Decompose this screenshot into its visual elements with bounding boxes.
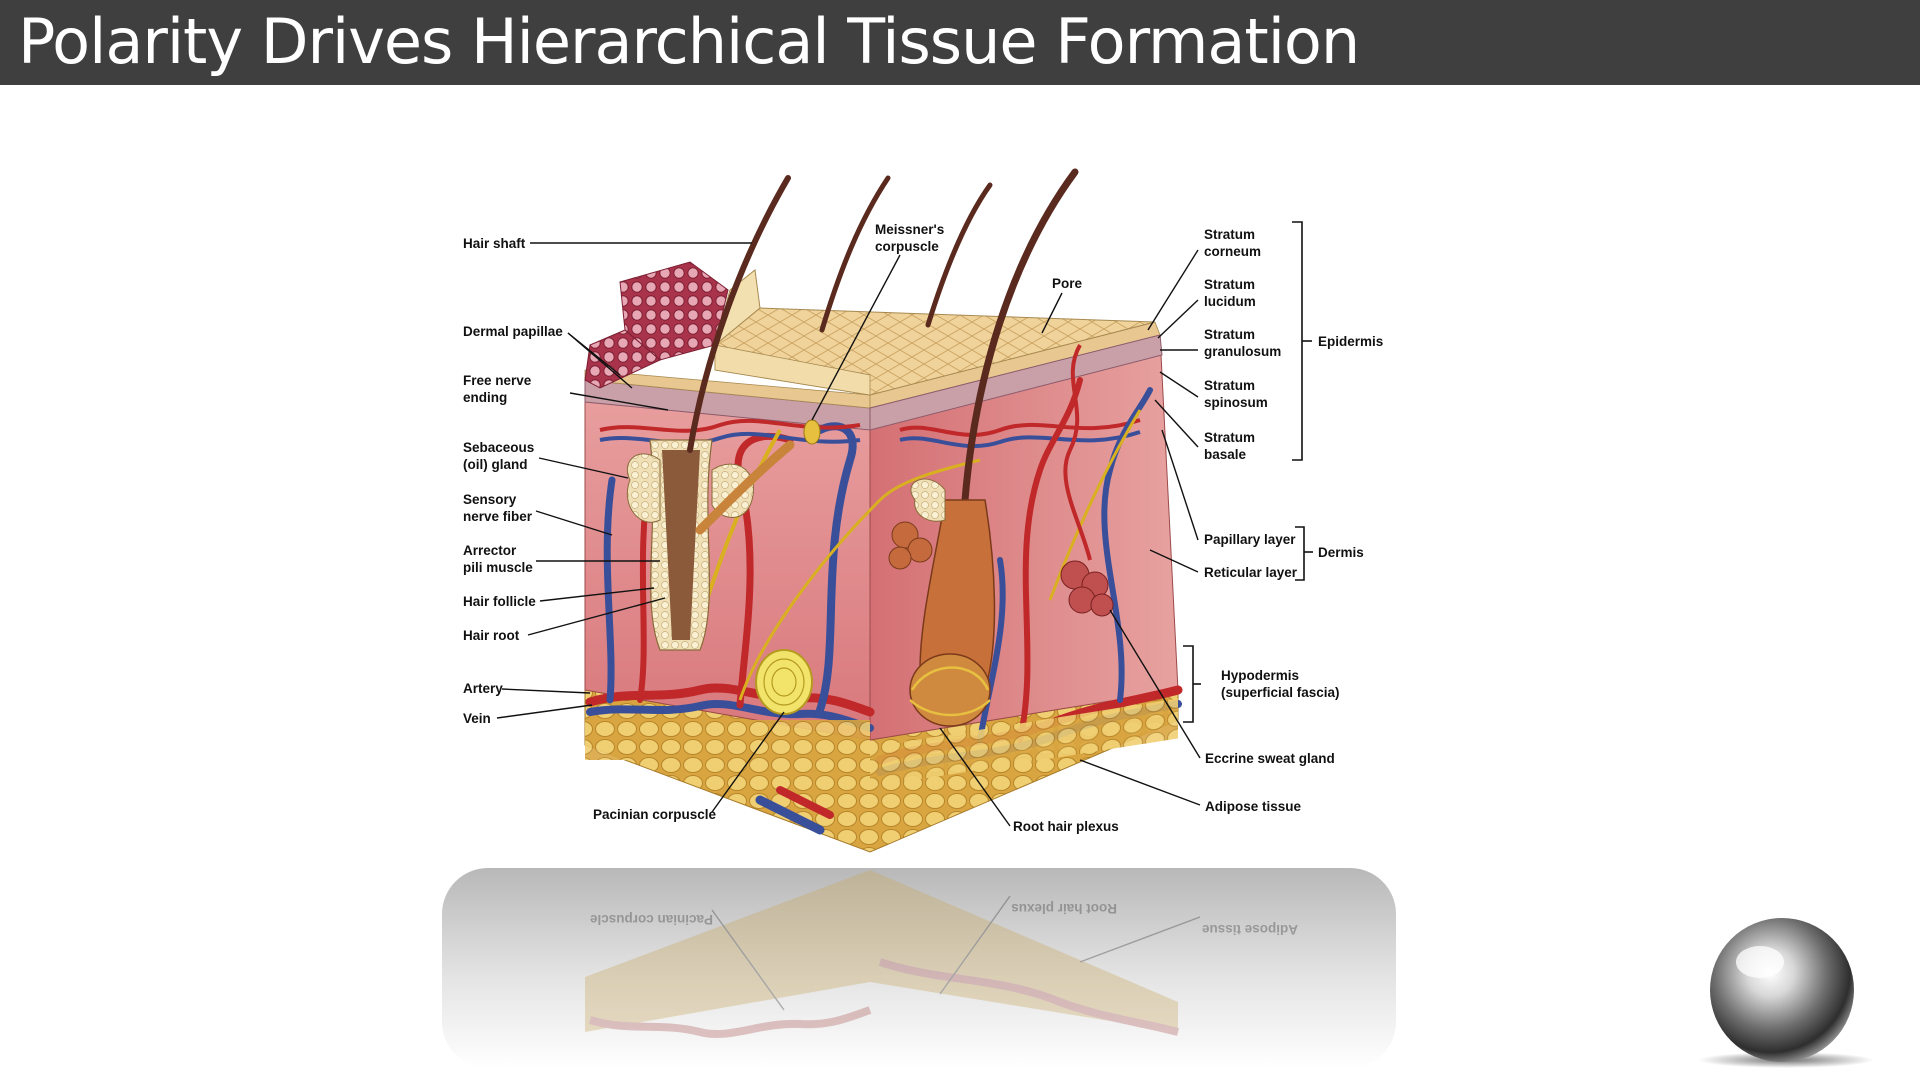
- labels-right: Stratum corneum Stratum lucidum Stratum …: [1204, 227, 1383, 814]
- label-meissner-2: corpuscle: [875, 239, 939, 254]
- label-basale-2: basale: [1204, 447, 1247, 462]
- label-free-nerve-1: Free nerve: [463, 373, 532, 388]
- label-sensory-1: Sensory: [463, 492, 517, 507]
- label-sensory-2: nerve fiber: [463, 509, 533, 524]
- skin-block: [584, 168, 1183, 853]
- label-reticular: Reticular layer: [1204, 565, 1298, 580]
- label-dermis: Dermis: [1318, 545, 1364, 560]
- label-free-nerve-2: ending: [463, 390, 507, 405]
- label-granulosum-1: Stratum: [1204, 327, 1255, 342]
- leader-lines: [496, 242, 1201, 827]
- labels-bottom: Pacinian corpuscle Root hair plexus: [593, 807, 1119, 834]
- label-lucidum-2: lucidum: [1204, 294, 1256, 309]
- label-hypodermis-1: Hypodermis: [1221, 668, 1299, 683]
- label-pore: Pore: [1052, 276, 1083, 291]
- diagram-reflection: Pacinian corpuscle Root hair plexus Adip…: [442, 868, 1396, 1068]
- label-corneum-2: corneum: [1204, 244, 1261, 259]
- chrome-sphere-logo: [1698, 918, 1874, 1068]
- label-papillary: Papillary layer: [1204, 532, 1296, 547]
- label-epidermis: Epidermis: [1318, 334, 1383, 349]
- label-lucidum-1: Stratum: [1204, 277, 1255, 292]
- label-eccrine: Eccrine sweat gland: [1205, 751, 1335, 766]
- label-artery: Artery: [463, 681, 503, 696]
- labels-top: Meissner's corpuscle Pore: [875, 222, 1083, 291]
- title-bar: Polarity Drives Hierarchical Tissue Form…: [0, 0, 1920, 85]
- slide-title: Polarity Drives Hierarchical Tissue Form…: [18, 5, 1360, 78]
- label-hypodermis-2: (superficial fascia): [1221, 685, 1340, 700]
- layer-brackets: [1183, 221, 1313, 723]
- labels-left: Hair shaft Dermal papillae Free nerve en…: [463, 236, 563, 726]
- label-spinosum-1: Stratum: [1204, 378, 1255, 393]
- label-arrector-2: pili muscle: [463, 560, 533, 575]
- label-vein: Vein: [463, 711, 491, 726]
- reflection-label-root-plexus: Root hair plexus: [1011, 901, 1117, 916]
- label-spinosum-2: spinosum: [1204, 395, 1268, 410]
- label-root-plexus: Root hair plexus: [1013, 819, 1119, 834]
- label-corneum-1: Stratum: [1204, 227, 1255, 242]
- label-dermal-papillae: Dermal papillae: [463, 324, 563, 339]
- label-arrector-1: Arrector: [463, 543, 517, 558]
- label-sebaceous-1: Sebaceous: [463, 440, 534, 455]
- label-hair-root: Hair root: [463, 628, 520, 643]
- label-adipose: Adipose tissue: [1205, 799, 1302, 814]
- label-hair-follicle: Hair follicle: [463, 594, 536, 609]
- label-sebaceous-2: (oil) gland: [463, 457, 528, 472]
- label-hair-shaft: Hair shaft: [463, 236, 526, 251]
- label-pacinian: Pacinian corpuscle: [593, 807, 717, 822]
- label-basale-1: Stratum: [1204, 430, 1255, 445]
- label-meissner-1: Meissner's: [875, 222, 944, 237]
- reflection-label-pacinian: Pacinian corpuscle: [589, 912, 713, 927]
- label-granulosum-2: granulosum: [1204, 344, 1281, 359]
- reflection-label-adipose: Adipose tissue: [1201, 922, 1298, 937]
